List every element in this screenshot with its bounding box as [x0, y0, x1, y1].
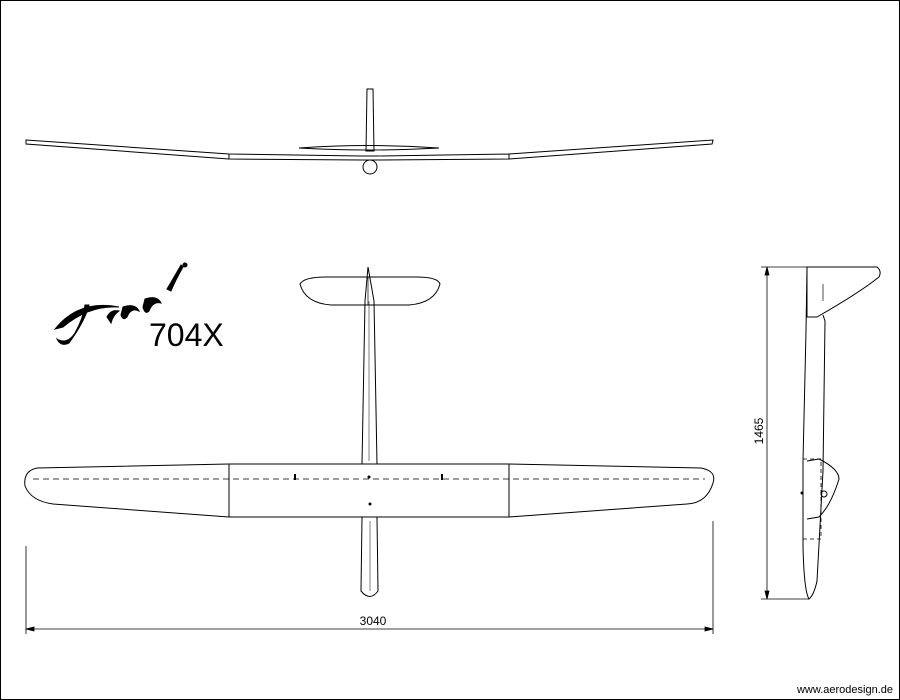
side-view-canopy-outline [802, 458, 822, 540]
website-credit[interactable]: www.aerodesign.de [796, 684, 893, 696]
side-view-wing-root [806, 458, 840, 520]
main-wing [24, 463, 715, 518]
model-number: 704X [149, 317, 224, 353]
tail-boom [361, 266, 378, 465]
fuselage-nose [360, 516, 379, 597]
side-view [802, 266, 881, 600]
tragi-logo [53, 262, 188, 345]
top-view [24, 266, 715, 597]
span-dimension-label: 3040 [360, 614, 387, 628]
dimension-lines [25, 266, 809, 634]
side-view-fin [806, 266, 881, 318]
front-view-fin [365, 88, 375, 152]
length-dimension-label: 1465 [752, 417, 766, 444]
front-view-stabilizer [298, 145, 440, 151]
stabilizer [299, 276, 441, 306]
reference-markers [294, 474, 804, 506]
front-view-fuselage [362, 159, 378, 175]
front-view [25, 88, 714, 175]
